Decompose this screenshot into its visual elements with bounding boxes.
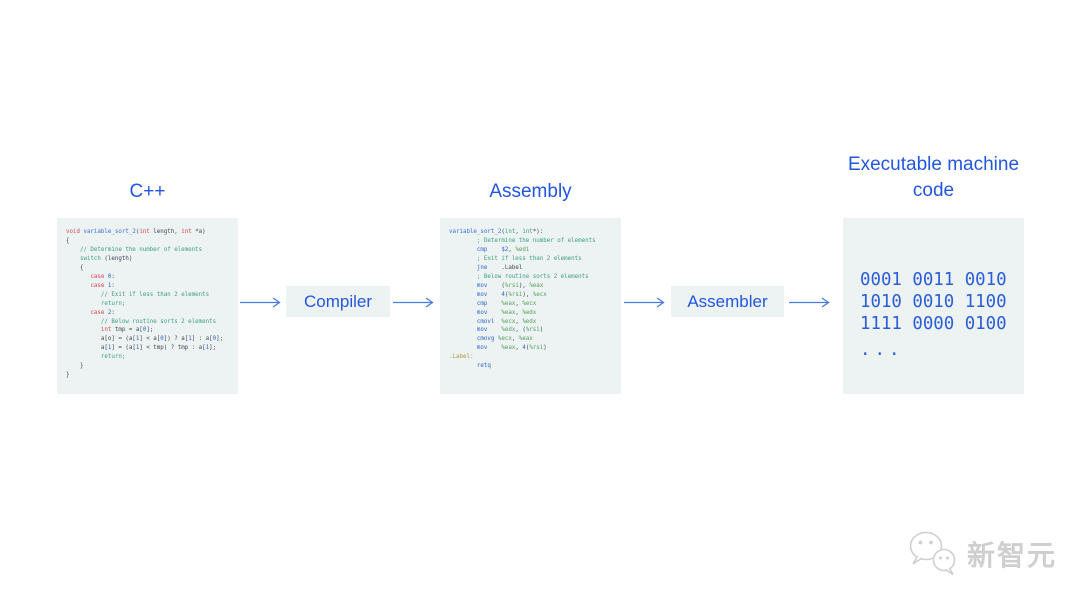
assembly-code-block: variable_sort_2(int, int*): ; Determine …: [440, 218, 621, 394]
code-line: case 0:: [90, 273, 115, 280]
code-line: ...: [860, 340, 904, 361]
assembly-header: Assembly: [489, 181, 572, 202]
code-line: void variable_sort_2(int length, int *a): [66, 229, 206, 235]
code-line: case 2:: [90, 309, 115, 316]
cpp-code-text: void variable_sort_2(int length, int *a)…: [57, 218, 238, 380]
right-arrow-icon: [624, 297, 665, 308]
code-line: cmovg %ecx, %eax: [476, 336, 533, 343]
code-line: variable_sort_2(int, int*):: [449, 229, 544, 235]
code-line: .Label:: [449, 354, 474, 361]
code-line: mov %edx, (%rsi): [476, 327, 544, 334]
code-line: retq: [476, 363, 491, 370]
code-line: 1111 0000 0100: [860, 313, 1007, 334]
code-line: cmovl %ecx, %edx: [476, 318, 537, 325]
assembler-box: Assembler: [671, 286, 784, 317]
code-line: 1010 0010 1100: [860, 291, 1007, 312]
code-line: return;: [100, 300, 126, 307]
assembler-label: Assembler: [687, 291, 768, 311]
code-line: a[o] = (a[1] < a[0]) ? a[1] : a[0];: [66, 336, 224, 343]
code-line: int tmp = a[0];: [100, 327, 154, 334]
cpp-code-block: void variable_sort_2(int length, int *a)…: [57, 218, 238, 394]
code-line: jne .Label: [476, 264, 523, 271]
code-line: // Exit if less than 2 elements: [66, 291, 210, 298]
code-line: return;: [100, 354, 126, 361]
code-line: // Below routine sorts 2 elements: [66, 318, 217, 325]
code-line: {: [66, 237, 70, 244]
code-line: }: [66, 363, 84, 370]
code-line: mov %eax, 4(%rsi): [476, 345, 547, 352]
cpp-header: C++: [129, 181, 166, 202]
code-line: }: [66, 372, 70, 379]
right-arrow-icon: [393, 297, 434, 308]
assembly-code-text: variable_sort_2(int, int*): ; Determine …: [440, 218, 621, 371]
code-line: ; Exit if less than 2 elements: [449, 255, 582, 262]
wechat-icon: [909, 531, 956, 576]
code-line: mov %eax, %edx: [476, 309, 537, 316]
code-line: a[1] = (a[1] < tmp) ? tmp : a[1];: [66, 345, 217, 352]
machine-code-header: Executable machine code: [847, 154, 1020, 201]
code-line: 0001 0011 0010: [860, 270, 1007, 290]
code-line: ; Below routine sorts 2 elements: [449, 273, 589, 280]
code-line: switch (length): [79, 255, 133, 262]
compiler-label: Compiler: [303, 291, 373, 311]
code-line: cmp $2, %edi: [476, 246, 530, 253]
code-line: {: [66, 264, 84, 271]
code-line: mov 4(%rsi), %ecx: [476, 291, 547, 298]
watermark-brand-text: 新智元: [967, 540, 1058, 571]
right-arrow-icon: [240, 297, 281, 308]
right-arrow-icon: [789, 297, 830, 308]
code-line: mov (%rsi), %eax: [476, 282, 544, 289]
watermark: 新智元: [906, 528, 1057, 580]
code-line: case 1:: [90, 282, 115, 289]
code-line: ; Determine the number of elements: [449, 237, 596, 244]
compiler-box: Compiler: [286, 286, 390, 317]
code-line: // Determine the number of elements: [66, 246, 203, 253]
code-line: cmp %eax, %ecx: [476, 300, 537, 307]
